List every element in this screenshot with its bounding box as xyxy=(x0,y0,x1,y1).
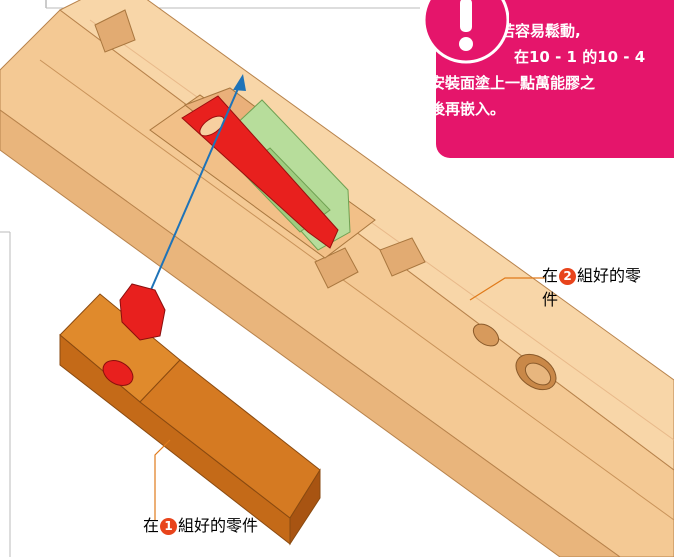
assembly-arrow xyxy=(149,74,246,293)
warning-text: 若容易鬆動, 在10 - 1 的10 - 4 安裝面塗上一點萬能膠之 後再嵌入。 xyxy=(430,22,646,118)
leader-line-part2 xyxy=(469,277,545,301)
red-clip xyxy=(181,95,339,249)
leader-line-part1 xyxy=(154,439,171,521)
badge-1: 1 xyxy=(160,518,178,535)
orange-part xyxy=(59,283,321,546)
exclamation-icon xyxy=(423,0,509,64)
badge-2: 2 xyxy=(559,268,577,285)
